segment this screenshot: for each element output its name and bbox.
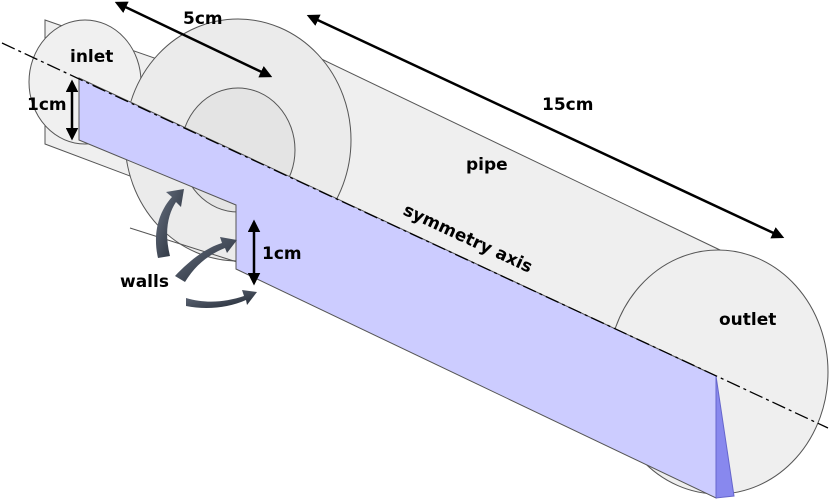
inlet-label: inlet — [70, 47, 113, 67]
curved-arrow-icon — [155, 189, 184, 258]
step-bottom-edge — [129, 227, 238, 263]
pipe-length-label: 15cm — [542, 95, 593, 115]
symmetry-plane-edge — [715, 375, 735, 499]
step-length-label: 5cm — [183, 9, 223, 29]
step-length-arrow — [114, 1, 273, 78]
pipe-label: pipe — [466, 155, 508, 175]
curved-arrow-icon — [175, 237, 237, 282]
curved-arrow-icon — [186, 290, 257, 308]
symmetry-axis-line — [1, 42, 829, 429]
pipe-length-arrow — [306, 14, 785, 239]
inlet-height-label: 1cm — [27, 95, 67, 115]
walls-label: walls — [120, 272, 169, 292]
outlet-label: outlet — [719, 310, 776, 330]
step-height-label: 1cm — [262, 244, 302, 264]
